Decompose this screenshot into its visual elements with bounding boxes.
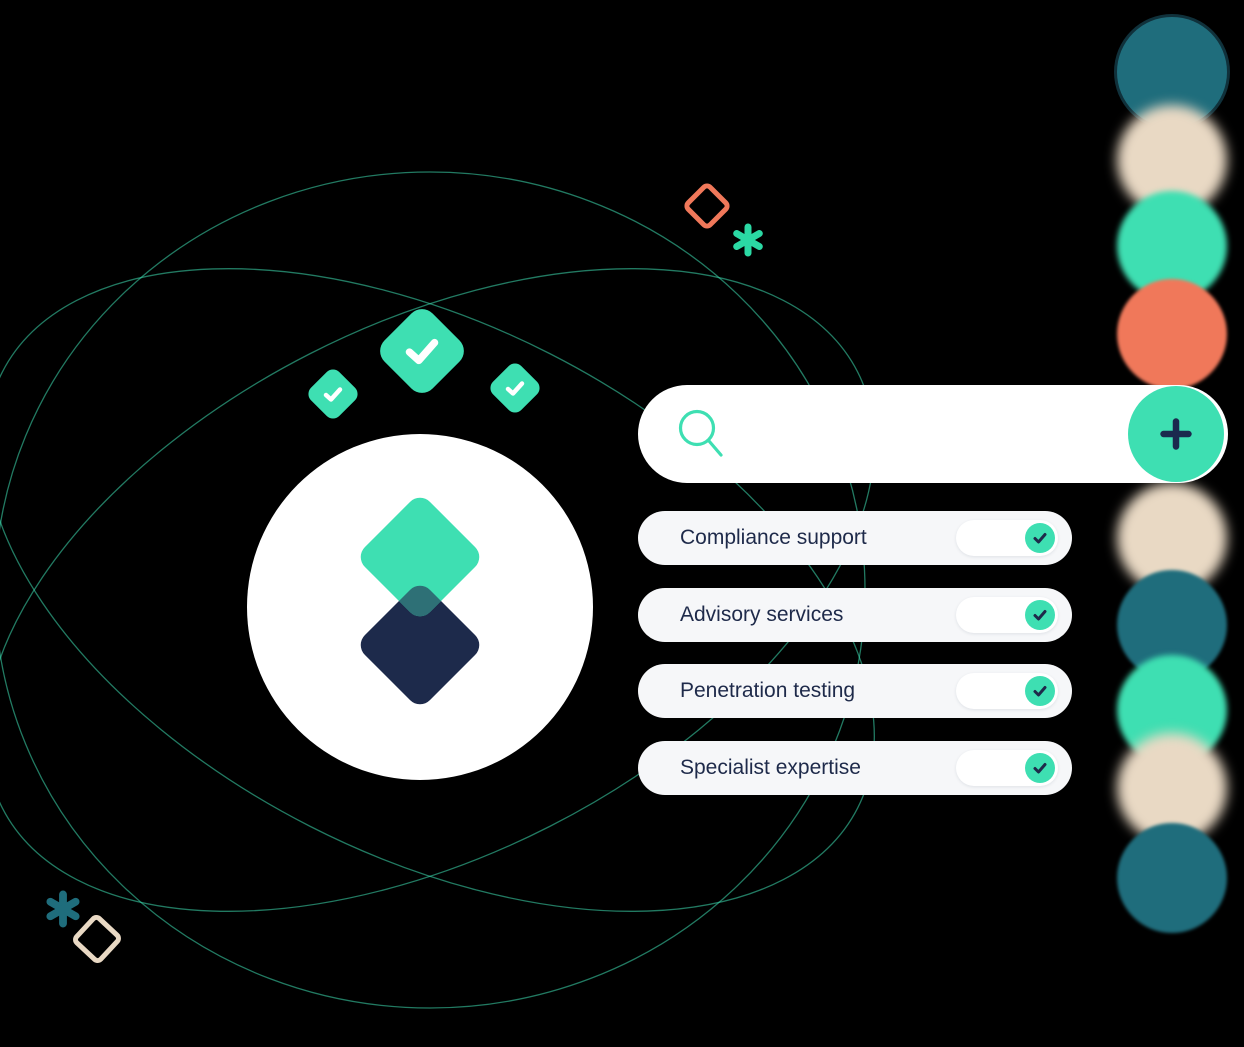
dark-teal-asterisk-icon <box>46 890 80 928</box>
feature-label: Penetration testing <box>680 679 856 702</box>
toggle-knob <box>1025 676 1055 706</box>
decorative-circle-dark-teal <box>1117 823 1227 933</box>
search-bar[interactable] <box>638 385 1228 483</box>
feature-toggle[interactable] <box>956 597 1058 633</box>
check-icon <box>1033 686 1047 697</box>
feature-row: Penetration testing <box>638 664 1072 718</box>
feature-toggle[interactable] <box>956 673 1058 709</box>
feature-label: Specialist expertise <box>680 756 861 779</box>
feature-row: Compliance support <box>638 511 1072 565</box>
feature-toggle[interactable] <box>956 520 1058 556</box>
layers-logo <box>360 497 480 705</box>
check-badge-small <box>304 365 362 423</box>
check-icon <box>321 382 345 406</box>
check-icon <box>1033 533 1047 544</box>
feature-row: Advisory services <box>638 588 1072 642</box>
teal-asterisk-icon <box>733 223 763 257</box>
toggle-knob <box>1025 600 1055 630</box>
search-input[interactable] <box>748 403 1118 465</box>
feature-label: Advisory services <box>680 603 844 626</box>
check-icon <box>503 376 527 400</box>
decorative-circle-orange <box>1117 279 1227 389</box>
check-icon <box>1033 763 1047 774</box>
logo-circle <box>247 434 593 780</box>
search-icon <box>678 409 723 457</box>
check-icon <box>1033 610 1047 621</box>
toggle-knob <box>1025 753 1055 783</box>
add-button[interactable] <box>1128 386 1224 482</box>
feature-toggle[interactable] <box>956 750 1058 786</box>
feature-label: Compliance support <box>680 526 867 549</box>
check-badge-large <box>373 302 471 400</box>
plus-icon <box>1160 418 1192 450</box>
check-badge-small <box>486 359 544 417</box>
feature-row: Specialist expertise <box>638 741 1072 795</box>
toggle-knob <box>1025 523 1055 553</box>
check-icon <box>401 330 443 372</box>
